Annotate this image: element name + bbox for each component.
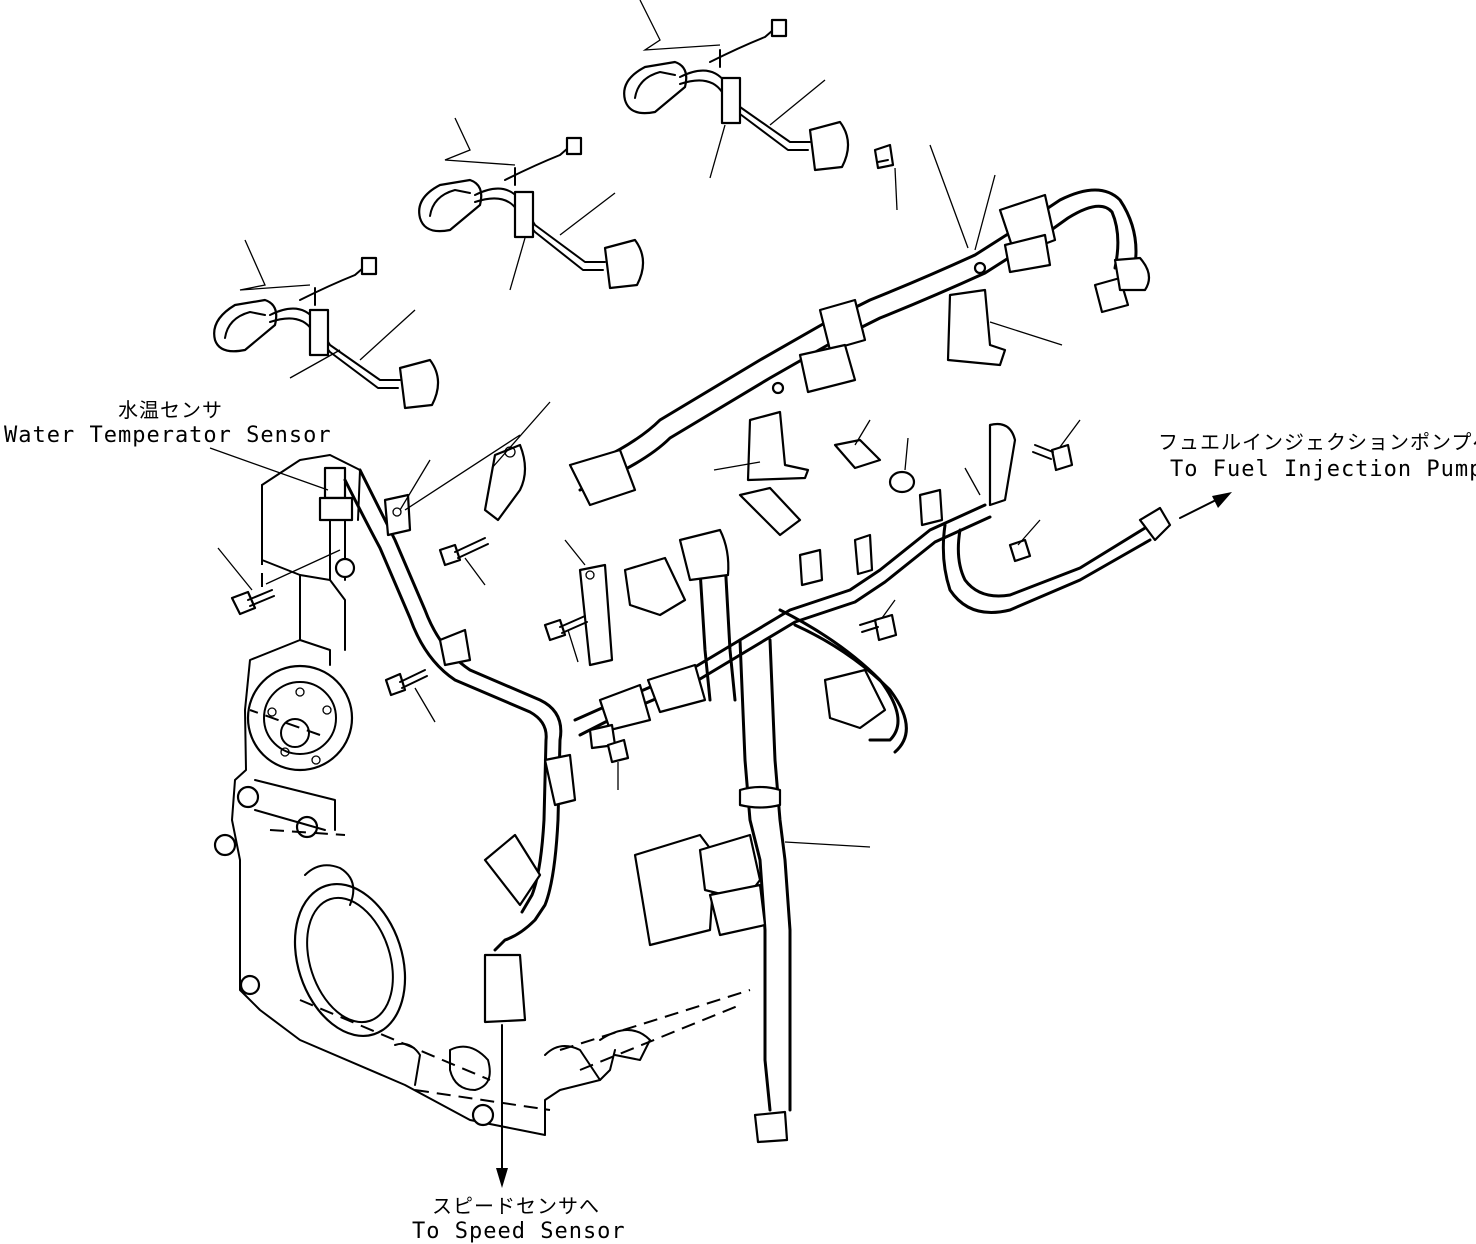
fuel-pump-label-jp: フュエルインジェクションポンプへ [1158, 430, 1476, 454]
speed-sensor-label-en: To Speed Sensor [412, 1219, 626, 1244]
injector-harness-2 [418, 136, 645, 290]
water-temp-sensor-label-jp: 水温センサ [118, 398, 223, 422]
main-harness [230, 143, 1172, 1144]
injector-harness-3 [623, 18, 850, 172]
speed-sensor-arrow [496, 1024, 508, 1188]
bolt [384, 669, 428, 697]
bolt [438, 537, 489, 567]
fuel-pump-label-en: To Fuel Injection Pump [1170, 457, 1476, 482]
bolt [1032, 443, 1074, 472]
injector-harness-1 [213, 256, 440, 410]
bolt [230, 589, 275, 616]
water-temp-sensor-label-en: Water Temperator Sensor [4, 423, 332, 448]
leader-lines [209, 0, 1081, 848]
engine-front-cover [213, 454, 751, 1136]
bolt [859, 613, 898, 642]
water-temperature-sensor [318, 466, 356, 581]
bolt [873, 143, 895, 170]
speed-sensor-label-jp: スピードセンサへ [432, 1194, 600, 1218]
bolt [543, 615, 588, 642]
fuel-pump-arrow [1179, 492, 1232, 519]
